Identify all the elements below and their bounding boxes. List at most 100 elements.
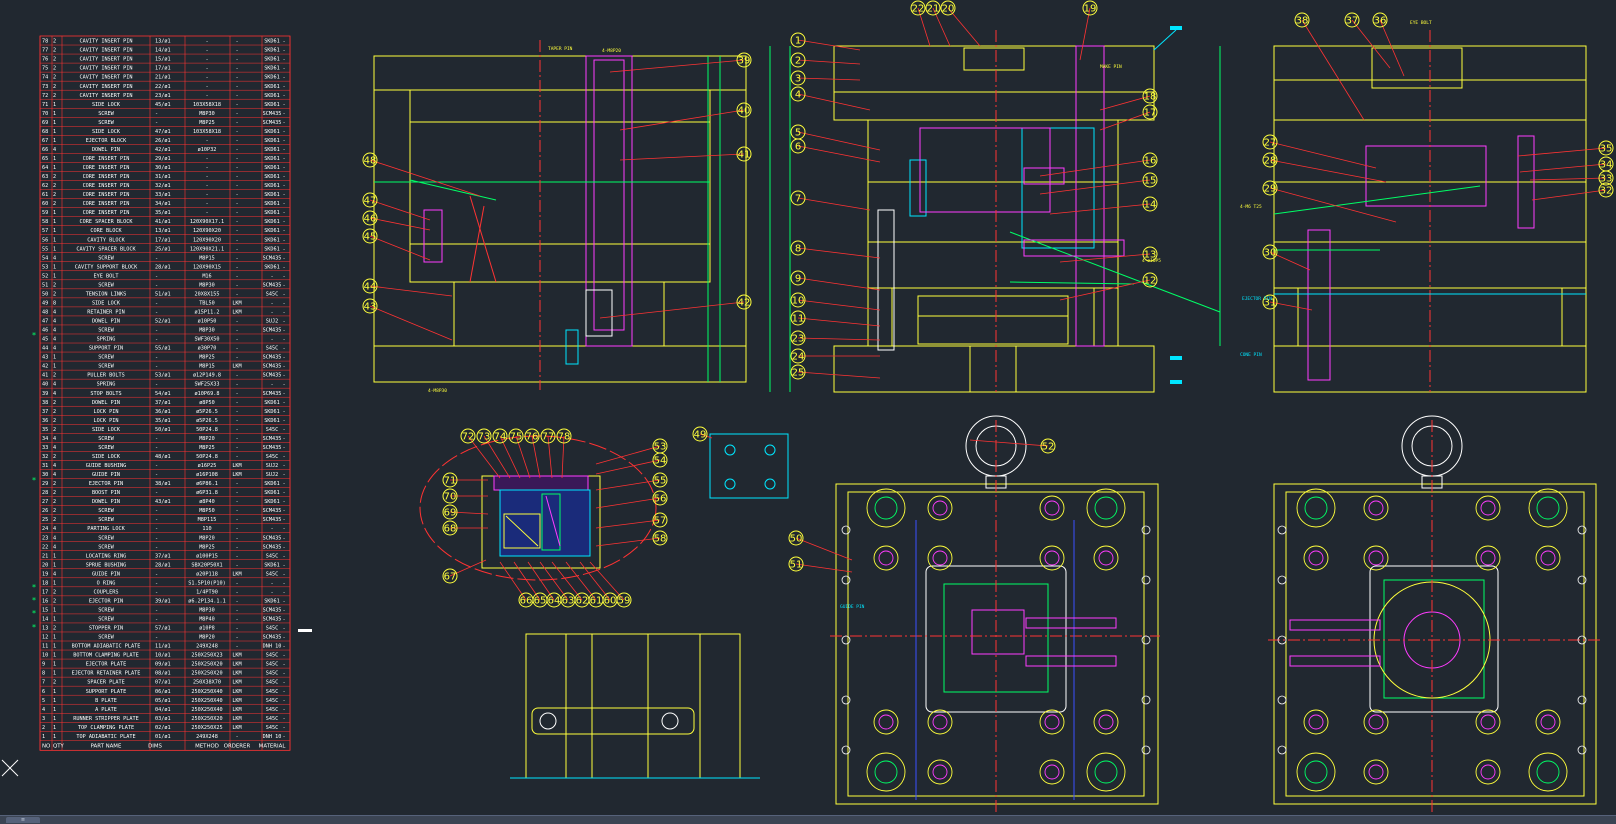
item-balloon[interactable] (736, 52, 752, 68)
item-balloon[interactable] (790, 190, 806, 206)
bom-dash: - (282, 246, 285, 252)
bom-dash: - (282, 355, 285, 361)
item-balloon[interactable] (692, 426, 708, 442)
item-balloon[interactable] (736, 102, 752, 118)
item-balloon[interactable] (362, 152, 378, 168)
item-balloon[interactable] (790, 240, 806, 256)
item-balloon[interactable] (652, 472, 668, 488)
bom-cell: 45/ø1 (155, 102, 171, 108)
item-balloon[interactable] (1142, 88, 1158, 104)
item-balloon[interactable] (518, 592, 534, 608)
item-balloon[interactable] (652, 530, 668, 546)
bom-cell: ø5P26.5 (196, 409, 218, 415)
item-balloon[interactable] (442, 504, 458, 520)
item-balloon[interactable] (1598, 140, 1614, 156)
bom-cell: SUJ2 (266, 472, 279, 478)
bom-dash: - (282, 337, 285, 343)
item-balloon[interactable] (442, 488, 458, 504)
item-balloon[interactable] (788, 530, 804, 546)
item-balloon[interactable] (362, 278, 378, 294)
item-balloon[interactable] (1142, 172, 1158, 188)
bom-cell: CORE INSERT PIN (83, 174, 130, 180)
item-balloon[interactable] (790, 348, 806, 364)
item-balloon[interactable] (910, 0, 926, 16)
bom-cell: - (205, 192, 208, 198)
item-balloon[interactable] (1262, 134, 1278, 150)
bom-cell: 52 (42, 273, 48, 279)
item-balloon[interactable] (790, 270, 806, 286)
item-balloon[interactable] (1082, 0, 1098, 16)
item-balloon[interactable] (1262, 152, 1278, 168)
item-balloon[interactable] (790, 138, 806, 154)
item-balloon[interactable] (790, 330, 806, 346)
item-balloon[interactable] (476, 428, 492, 444)
item-balloon[interactable] (1142, 196, 1158, 212)
item-balloon[interactable] (362, 298, 378, 314)
bom-cell: - (235, 607, 238, 613)
item-balloon[interactable] (524, 428, 540, 444)
grip-marker[interactable] (298, 629, 312, 632)
item-balloon[interactable] (790, 32, 806, 48)
item-balloon[interactable] (1142, 272, 1158, 288)
bom-cell: M8P50 (199, 508, 215, 514)
item-balloon[interactable] (442, 472, 458, 488)
bom-cell: 1 (53, 138, 56, 144)
item-balloon[interactable] (940, 0, 956, 16)
item-balloon[interactable] (652, 490, 668, 506)
item-balloon[interactable] (442, 520, 458, 536)
item-balloon[interactable] (790, 292, 806, 308)
item-balloon[interactable] (362, 210, 378, 226)
plate-hole-inner (932, 550, 948, 566)
bolt-hole (1141, 525, 1151, 535)
item-balloon[interactable] (1598, 182, 1614, 198)
item-balloon[interactable] (556, 428, 572, 444)
item-balloon[interactable] (362, 192, 378, 208)
item-balloon[interactable] (1372, 12, 1388, 28)
item-balloon[interactable] (508, 428, 524, 444)
item-balloon[interactable] (790, 364, 806, 380)
balloon-number: 69 (444, 508, 457, 519)
item-balloon[interactable] (1040, 438, 1056, 454)
item-balloon[interactable] (540, 428, 556, 444)
item-balloon[interactable] (790, 52, 806, 68)
item-balloon[interactable] (1262, 294, 1278, 310)
revision-marker: * (32, 476, 36, 485)
item-balloon[interactable] (1142, 246, 1158, 262)
bom-cell: SCM435 (263, 607, 282, 613)
item-balloon[interactable] (925, 0, 941, 16)
item-balloon[interactable] (790, 86, 806, 102)
item-balloon[interactable] (1262, 244, 1278, 260)
item-balloon[interactable] (1142, 104, 1158, 120)
bom-cell: ø8P40 (199, 499, 215, 505)
leader-line (579, 561, 611, 601)
item-balloon[interactable] (1142, 152, 1158, 168)
item-balloon[interactable] (1294, 12, 1310, 28)
item-balloon[interactable] (442, 568, 458, 584)
item-balloon[interactable] (460, 428, 476, 444)
bom-cell: S45C (266, 698, 279, 704)
item-balloon[interactable] (1344, 12, 1360, 28)
item-balloon[interactable] (492, 428, 508, 444)
item-balloon[interactable] (788, 556, 804, 572)
item-balloon[interactable] (652, 512, 668, 528)
bom-dash: - (282, 165, 285, 171)
bom-cell: 02/ø1 (155, 725, 171, 731)
bom-dash: - (282, 598, 285, 604)
item-balloon[interactable] (790, 310, 806, 326)
bom-cell: - (205, 84, 208, 90)
bom-cell: O RING (97, 580, 116, 586)
bom-cell: LKM (232, 689, 241, 695)
bom-cell: SKD61 (264, 210, 280, 216)
bom-cell: SKD61 (264, 400, 280, 406)
item-balloon[interactable] (1598, 156, 1614, 172)
item-balloon[interactable] (1262, 180, 1278, 196)
item-balloon[interactable] (736, 146, 752, 162)
bom-cell: CAVITY INSERT PIN (79, 57, 132, 63)
item-balloon[interactable] (362, 228, 378, 244)
model-tab[interactable]: ≡ (6, 817, 40, 823)
item-balloon[interactable] (652, 452, 668, 468)
item-balloon[interactable] (790, 70, 806, 86)
item-balloon[interactable] (736, 294, 752, 310)
